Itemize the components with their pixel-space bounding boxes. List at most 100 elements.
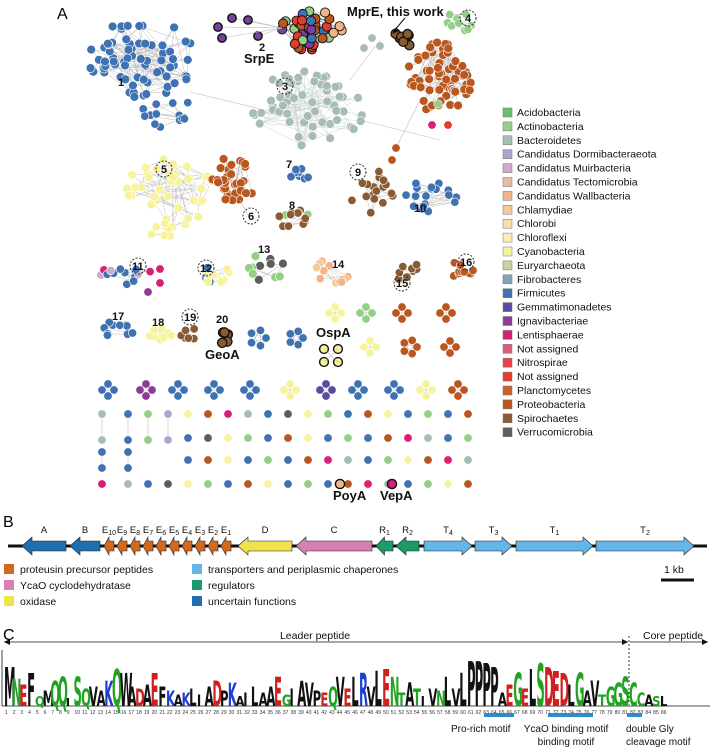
network-node [404, 61, 414, 72]
network-node [123, 463, 133, 473]
legend-swatch [502, 205, 513, 215]
network-node [123, 21, 133, 31]
network-edge [177, 182, 189, 219]
network-node [421, 379, 431, 389]
network-node [106, 266, 116, 276]
network-node [439, 342, 449, 352]
gene-arrow [142, 535, 154, 557]
network-node [254, 275, 264, 285]
network-node [129, 276, 139, 286]
gene-label: D [262, 525, 269, 536]
node-cluster [274, 205, 313, 231]
logo-glyph: E [344, 686, 352, 713]
logo-glyph: W [120, 664, 133, 717]
network-node [378, 198, 388, 208]
network-node [411, 178, 421, 188]
legend-label: Candidatus Tectomicrobia [517, 177, 638, 189]
network-node [86, 44, 96, 55]
logo-glyph: A [498, 689, 507, 711]
network-node [274, 211, 284, 221]
legend-swatch [502, 357, 513, 368]
network-node [391, 308, 401, 318]
network-node [120, 60, 130, 71]
cluster-number: 6 [248, 211, 254, 223]
node-cluster [85, 21, 195, 102]
network-node [296, 15, 308, 26]
network-node [203, 409, 213, 419]
network-node [355, 308, 365, 318]
legend-label: Chlorobi [517, 218, 556, 230]
network-node [420, 50, 431, 61]
node-cluster [145, 322, 177, 345]
legend-label: Candidatus Muirbacteria [517, 163, 631, 175]
cluster-number: 18 [152, 317, 164, 329]
network-node [100, 56, 110, 67]
logo-position-tick: 3 [20, 710, 23, 716]
cluster-ring [155, 160, 173, 178]
logo-position-tick: 14 [105, 710, 111, 716]
logo-position-tick: 38 [290, 710, 296, 716]
network-node [441, 91, 451, 101]
network-node [427, 385, 437, 395]
cluster-number: 7 [286, 159, 292, 171]
network-edge [144, 43, 158, 73]
network-node [181, 74, 192, 84]
logo-glyph: T [598, 692, 606, 710]
legend-swatch [502, 427, 513, 437]
motif-label: double Gly [626, 724, 674, 735]
gene-legend-label: YcaO cyclodehydratase [20, 580, 131, 592]
logo-position-tick: 6 [44, 710, 47, 716]
network-node [399, 338, 409, 348]
node-cluster [138, 98, 193, 132]
legend-swatch [502, 232, 513, 243]
logo-position-tick: 57 [437, 710, 443, 716]
network-node [102, 330, 112, 340]
network-node [255, 118, 265, 129]
logo-position-tick: 69 [530, 710, 536, 716]
legend-swatch [502, 191, 513, 201]
cluster-number: 13 [258, 244, 270, 256]
network-node [303, 409, 313, 419]
network-node [378, 175, 388, 185]
network-edge [112, 42, 167, 94]
cluster-number: 16 [460, 257, 472, 269]
logo-glyph: A [205, 681, 214, 712]
network-node [296, 140, 307, 151]
network-node [322, 81, 332, 91]
gene-label: E9 [117, 525, 127, 537]
panel-c-letter: C [3, 627, 15, 644]
poya-label: PoyA [333, 488, 367, 503]
network-node [151, 222, 161, 232]
logo-glyph: I [289, 686, 293, 713]
ospa-label: OspA [316, 325, 351, 340]
legend-label: Firmicutes [517, 288, 565, 300]
network-node [283, 221, 293, 231]
gene-arrow [69, 536, 101, 556]
network-node [443, 479, 453, 489]
network-node [239, 385, 249, 395]
node-cluster [244, 251, 288, 285]
network-node [453, 379, 463, 389]
logo-glyph: L [189, 686, 196, 713]
network-node [145, 267, 155, 277]
logo-position-tick: 60 [460, 710, 466, 716]
cluster-number: 5 [161, 164, 167, 176]
network-node [263, 455, 273, 465]
network-node [407, 335, 417, 345]
logo-glyph: E [382, 659, 390, 718]
network-node [445, 348, 455, 358]
gene-arrow [474, 536, 513, 556]
network-node [423, 433, 433, 443]
network-node [284, 74, 294, 84]
network-node [409, 201, 419, 211]
network-edge [261, 112, 323, 123]
network-node [173, 203, 184, 213]
logo-position-tick: 49 [375, 710, 381, 716]
leader-arrow-right [622, 639, 628, 645]
network-node [424, 85, 435, 95]
network-node [223, 455, 233, 465]
scale-label: 1 kb [664, 564, 684, 576]
cluster-ring [129, 257, 147, 275]
network-node [141, 379, 151, 389]
